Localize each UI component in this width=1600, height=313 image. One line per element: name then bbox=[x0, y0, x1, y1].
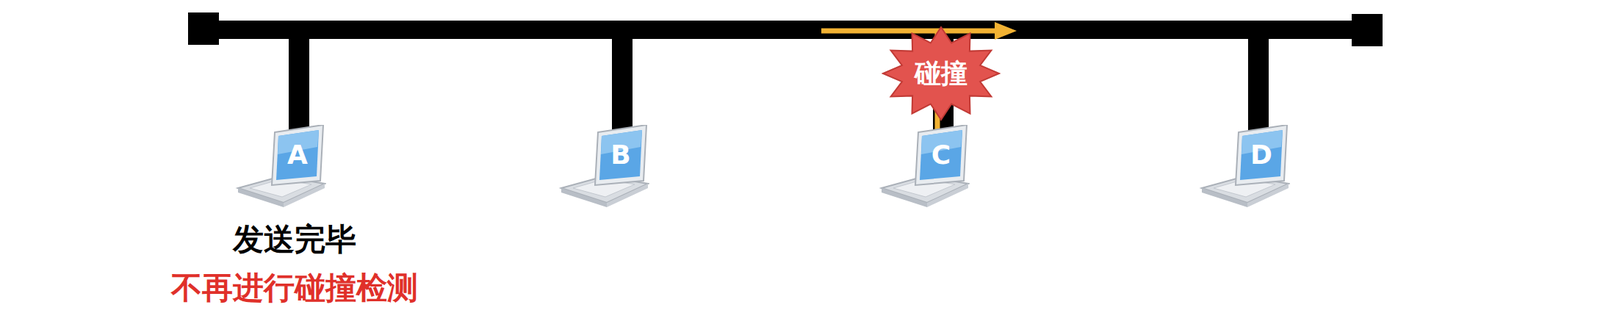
laptop-icon bbox=[235, 124, 327, 212]
laptop-node: B bbox=[558, 124, 650, 212]
drop-cable bbox=[288, 29, 310, 140]
signal-arrow bbox=[821, 28, 1000, 34]
host-letter: C bbox=[931, 140, 951, 170]
terminator bbox=[1351, 13, 1383, 47]
status-note: 发送完毕 bbox=[232, 222, 357, 257]
host-letter: B bbox=[610, 140, 631, 170]
laptop-node: A bbox=[235, 124, 327, 212]
laptop-icon bbox=[878, 124, 970, 212]
terminator bbox=[188, 12, 219, 45]
laptop-icon bbox=[1198, 124, 1290, 212]
laptop-node: C bbox=[878, 124, 970, 212]
warning-note: 不再进行碰撞检测 bbox=[171, 271, 418, 305]
host-letter: A bbox=[287, 140, 308, 170]
bus-cable bbox=[198, 20, 1374, 39]
collision-text: 碰撞 bbox=[914, 58, 968, 89]
drop-cable bbox=[611, 29, 633, 140]
host-letter: D bbox=[1250, 140, 1273, 170]
drop-cable bbox=[1248, 29, 1269, 140]
laptop-node: D bbox=[1198, 124, 1290, 212]
collision-node: 碰撞 bbox=[881, 25, 1001, 122]
laptop-icon bbox=[558, 124, 650, 212]
arrowhead bbox=[994, 22, 1017, 40]
